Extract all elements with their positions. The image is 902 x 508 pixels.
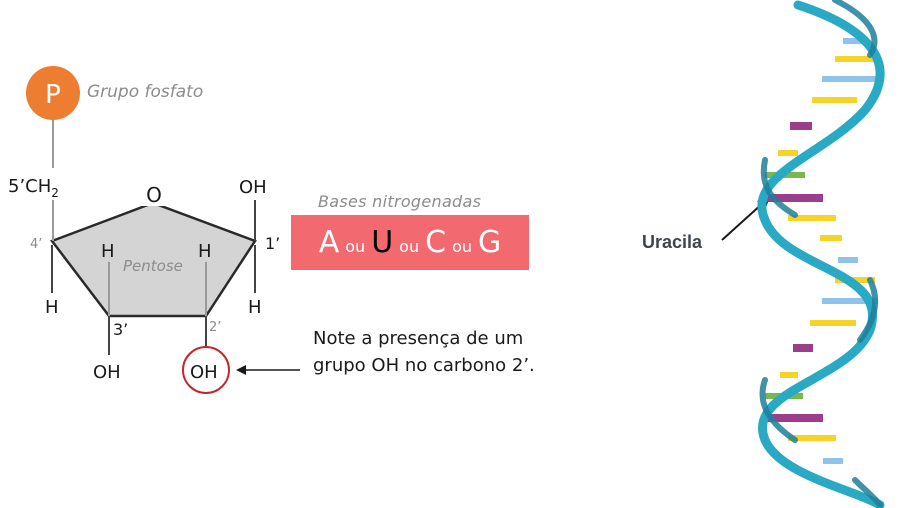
rung [788,435,836,441]
rung [765,414,823,422]
base-separator: ou [452,237,472,256]
phosphate-label: Grupo fosfato [87,82,204,102]
note-line-1: Note a presença de um [313,328,524,349]
rung [812,97,857,103]
rna-helix [757,0,885,508]
base-separator: ou [399,237,420,256]
c2-label: 2’ [209,320,221,335]
rung [835,56,875,62]
c3-oh: OH [93,362,121,383]
helix-strand-1 [757,0,885,508]
bases-title: Bases nitrogenadas [318,192,482,211]
phosphate-symbol: P [45,80,61,110]
bases-box: A ou U ou C ou G [291,215,529,270]
rung [778,150,798,156]
rung-uracil [765,194,823,202]
note-text: Note a presença de um grupo OH no carbon… [313,325,535,379]
oh-highlight-circle [182,346,230,394]
ring-oxygen: O [146,183,162,207]
uracila-label: Uracila [642,232,703,252]
phosphate-circle [26,66,80,120]
rung [823,458,843,464]
inner-h-left: H [101,241,115,262]
c3-label: 3’ [113,320,128,339]
c1-label: 1’ [265,234,280,253]
base-separator: ou [345,237,366,256]
rung [810,320,856,326]
rung [822,298,878,304]
rung [838,257,858,263]
base-g: G [478,225,502,260]
base-c: C [425,225,447,260]
rung [793,344,813,352]
c1-oh: OH [239,177,267,198]
pentose-label: Pentose [123,257,183,275]
c2-oh: OH [190,362,218,383]
c1-h: H [248,297,262,318]
pentose-ring [49,201,257,318]
note-arrow-head [236,365,246,375]
inner-h-right: H [198,241,212,262]
rung [843,38,868,44]
c4-h: H [45,297,59,318]
c5-label: 5’CH2 [8,176,59,200]
base-a: A [318,225,340,260]
c4-label: 4’ [30,237,42,252]
rung [822,76,878,82]
rung [788,215,836,221]
rung [780,372,798,378]
base-u: U [371,225,394,260]
note-line-2: grupo OH no carbono 2’. [313,355,535,376]
rung [820,235,842,241]
helix-strand-2 [759,0,883,508]
rung [790,122,812,130]
uracila-arrow-line [721,202,764,241]
